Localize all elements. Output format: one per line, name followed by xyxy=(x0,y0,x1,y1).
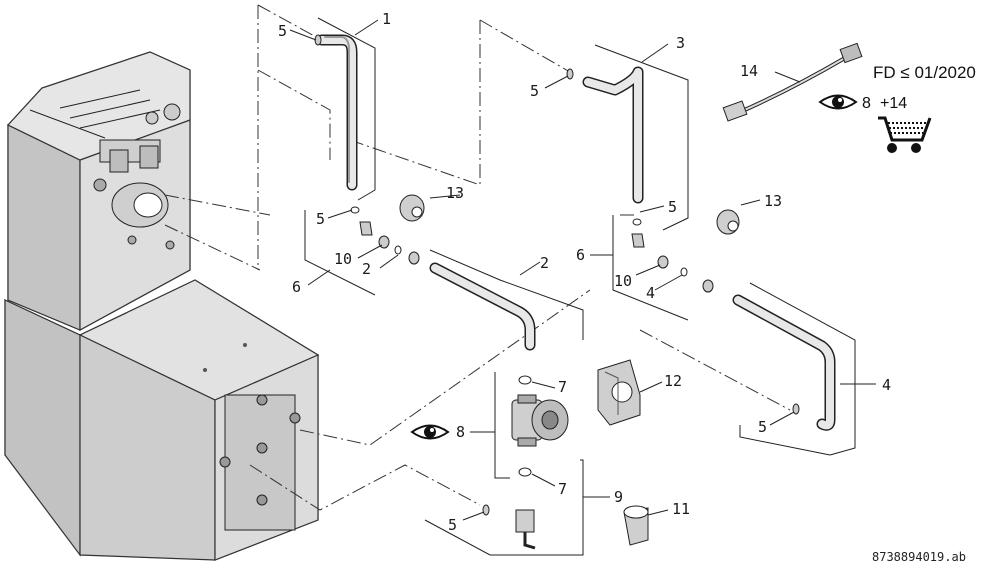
insulation-shell xyxy=(597,359,641,426)
callout-5: 5 xyxy=(668,198,677,216)
sensor-cable xyxy=(722,42,863,122)
part-11-cap xyxy=(623,505,649,546)
drain-valve xyxy=(515,509,536,550)
order-qty-plus-14: +14 xyxy=(880,95,907,112)
callout-6: 6 xyxy=(576,246,585,264)
callout-10: 10 xyxy=(614,272,632,290)
document-id: 8738894019.ab xyxy=(872,550,966,564)
callout-2: 2 xyxy=(362,260,371,278)
callout-14: 14 xyxy=(740,62,758,80)
eye-icon xyxy=(818,94,858,110)
callout-8: 8 xyxy=(456,423,465,441)
assembly-guide-lines xyxy=(164,4,791,511)
callout-2: 2 xyxy=(540,254,549,272)
fittings xyxy=(314,34,800,516)
callout-4: 4 xyxy=(882,376,891,394)
boiler-unit xyxy=(4,51,320,561)
pipe-1 xyxy=(316,34,358,191)
shopping-cart-icon xyxy=(878,116,932,153)
callout-9: 9 xyxy=(614,488,623,506)
pipe-2 xyxy=(429,262,536,351)
callout-7: 7 xyxy=(558,480,567,498)
callout-13: 13 xyxy=(446,184,464,202)
callout-11: 11 xyxy=(672,500,690,518)
part-13-clip xyxy=(399,194,740,235)
callout-5: 5 xyxy=(316,210,325,228)
callout-13: 13 xyxy=(764,192,782,210)
callout-5: 5 xyxy=(758,418,767,436)
group-brackets xyxy=(304,17,856,556)
callout-5: 5 xyxy=(278,22,287,40)
callout-6: 6 xyxy=(292,278,301,296)
callout-5: 5 xyxy=(530,82,539,100)
callout-labels: 1 5 5 13 10 2 6 2 3 5 5 13 6 10 4 4 5 14… xyxy=(278,10,891,534)
callout-1: 1 xyxy=(382,10,391,28)
fd-date-note: FD ≤ 01/2020 xyxy=(873,63,976,82)
callout-7: 7 xyxy=(558,378,567,396)
order-qty-8: 8 xyxy=(862,95,871,112)
callout-12: 12 xyxy=(664,372,682,390)
callout-4: 4 xyxy=(646,284,655,302)
callout-5: 5 xyxy=(448,516,457,534)
callout-3: 3 xyxy=(676,34,685,52)
callout-10: 10 xyxy=(334,250,352,268)
order-note: FD ≤ 01/2020 8 +14 xyxy=(862,63,976,112)
leader-lines xyxy=(289,19,876,521)
pipe-3 xyxy=(582,66,644,204)
circulation-pump xyxy=(511,394,569,447)
eye-icon xyxy=(410,424,450,440)
pipe-4 xyxy=(732,294,836,431)
